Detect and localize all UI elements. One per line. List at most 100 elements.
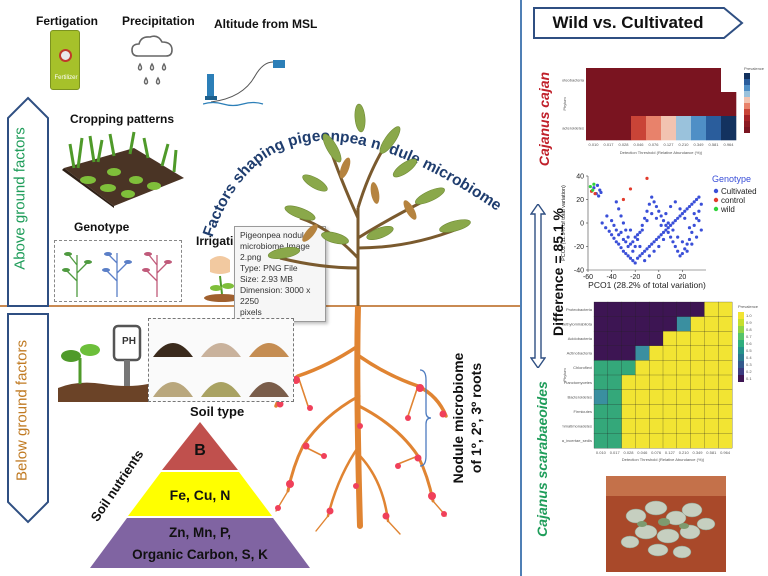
heatmap-cell xyxy=(607,404,623,420)
heatmap-cell xyxy=(593,345,609,361)
scatter-point-cultivated xyxy=(678,207,682,211)
scatter-point-cultivated xyxy=(661,230,666,234)
heatmap-cell xyxy=(631,68,647,93)
heatmap-cell xyxy=(721,68,737,93)
heatmap-cell xyxy=(676,116,692,141)
heatmap-cell xyxy=(621,418,636,434)
heatmap-cell xyxy=(593,418,609,434)
heatmap-x-tick: 0.076 xyxy=(651,450,662,455)
scatter-point-cultivated xyxy=(676,216,680,220)
heatmap-legend-swatch xyxy=(738,312,744,319)
scatter-point-cultivated xyxy=(685,242,689,246)
heatmap-legend-value: 0.3 xyxy=(746,362,752,367)
scatter-point-cultivated xyxy=(664,228,668,232)
scatter-point-cultivated xyxy=(643,259,647,263)
scatter-point-cultivated xyxy=(678,214,682,218)
scatter-point-cultivated xyxy=(621,237,625,242)
heatmap-cell xyxy=(721,92,737,117)
scatter-point-cultivated xyxy=(643,216,647,220)
heatmap-cell xyxy=(593,331,609,347)
pyramid-bot-text-2: Organic Carbon, S, K xyxy=(132,547,268,562)
scatter-y-tick-label: 0 xyxy=(580,221,584,228)
scatter-point-cultivated xyxy=(676,249,680,253)
scatter-point-cultivated xyxy=(666,226,670,230)
scatter-point-cultivated xyxy=(650,212,654,216)
scatter-point-cultivated xyxy=(685,249,689,253)
heatmap-row-label: Methylomirabilota xyxy=(562,321,593,326)
scatter-point-cultivated xyxy=(614,228,618,232)
heatmap-cell xyxy=(616,92,632,117)
scatter-point-cultivated xyxy=(628,228,633,232)
scatter-point-cultivated xyxy=(619,230,623,234)
scatter-point-cultivated xyxy=(624,251,628,256)
scatter-legend-label: control xyxy=(721,196,745,205)
heatmap-cell xyxy=(706,68,722,93)
pigeonpea-plant-illustration xyxy=(267,103,471,308)
fertilizer-bag-icon: Fertilizer xyxy=(50,30,80,90)
heatmap-legend-swatch xyxy=(744,103,750,109)
heatmap-x-tick: 0.581 xyxy=(706,450,717,455)
scatter-point-cultivated xyxy=(669,223,673,227)
scatter-x-tick-label: 20 xyxy=(679,274,687,281)
heatmap-cell xyxy=(661,92,677,117)
scatter-point-wild xyxy=(591,188,595,192)
scatter-point-cultivated xyxy=(614,240,618,244)
scatter-x-tick-label: -60 xyxy=(583,274,593,281)
heatmap-cell xyxy=(662,418,678,434)
heatmap-legend-value: 0.4 xyxy=(746,355,752,360)
scatter-point-cultivated xyxy=(697,219,701,223)
file-tooltip: Pigeonpea nodule microbiome Image 2.png … xyxy=(234,226,326,322)
scatter-point-cultivated xyxy=(676,235,680,239)
scatter-point-cultivated xyxy=(607,229,611,233)
heatmap-x-tick: 0.581 xyxy=(708,142,719,147)
above-arrow-shape xyxy=(7,96,49,307)
scatter-point-cultivated xyxy=(633,244,637,249)
heatmap-cell xyxy=(676,345,692,361)
heatmap-legend-value: 0.2 xyxy=(746,369,752,374)
heatmap-cell xyxy=(607,374,623,391)
heatmap-cell xyxy=(593,389,609,405)
heatmap-x-axis-label: Detection Threshold (Relative Abundance … xyxy=(622,457,705,462)
scatter-legend-marker xyxy=(713,197,719,203)
scatter-point-cultivated xyxy=(635,256,640,260)
heatmap-cell xyxy=(607,389,623,405)
heatmap-cell xyxy=(704,389,719,405)
scatter-point-cultivated xyxy=(657,235,661,239)
scatter-point-cultivated xyxy=(626,244,630,249)
scatter-point-cultivated xyxy=(692,200,696,204)
heatmap-legend-value: 0.9 xyxy=(746,320,752,325)
scatter-point-cultivated xyxy=(645,219,649,223)
heatmap-legend-swatch xyxy=(744,121,750,127)
heatmap-row-label: Acidobacteria xyxy=(568,336,593,341)
heatmap-cell xyxy=(601,116,617,141)
scatter-point-cultivated xyxy=(604,226,608,230)
nodule-text-line1: Nodule microbiome xyxy=(450,352,466,484)
heatmap-cell xyxy=(662,389,678,405)
scatter-point-cultivated xyxy=(678,254,682,258)
scatter-point-cultivated xyxy=(638,254,642,258)
heatmap-cell xyxy=(635,418,650,434)
heatmap-y-axis-label: Phylum xyxy=(562,97,567,111)
heatmap-legend-swatch xyxy=(738,354,744,361)
heatmap-x-tick: 0.028 xyxy=(623,450,634,455)
scatter-point-cultivated xyxy=(694,235,699,239)
heatmap-cell xyxy=(635,301,650,318)
scatter-point-cultivated xyxy=(685,207,689,211)
scatter-point-cultivated xyxy=(617,207,621,211)
scatter-point-cultivated xyxy=(631,240,635,244)
heatmap-legend-value: 0.5 xyxy=(746,348,752,353)
pyramid-top-text: B xyxy=(194,442,206,459)
heatmap-cell xyxy=(621,374,636,391)
scatter-point-cultivated xyxy=(647,244,651,249)
scatter-point-cultivated xyxy=(666,221,670,225)
scatter-point-cultivated xyxy=(621,221,625,225)
scatter-point-cultivated xyxy=(661,219,666,223)
heatmap-cell xyxy=(635,360,650,376)
heatmap-cell xyxy=(646,68,662,93)
heatmap-x-tick: 0.010 xyxy=(588,142,599,147)
scatter-x-axis-label: PCO1 (28.2% of total variation) xyxy=(588,280,706,290)
scatter-point-cultivated xyxy=(680,240,684,244)
scatter-point-cultivated xyxy=(664,212,668,216)
heatmap-row-label: Proteobacteria xyxy=(562,78,585,83)
scatter-point-cultivated xyxy=(657,209,661,213)
